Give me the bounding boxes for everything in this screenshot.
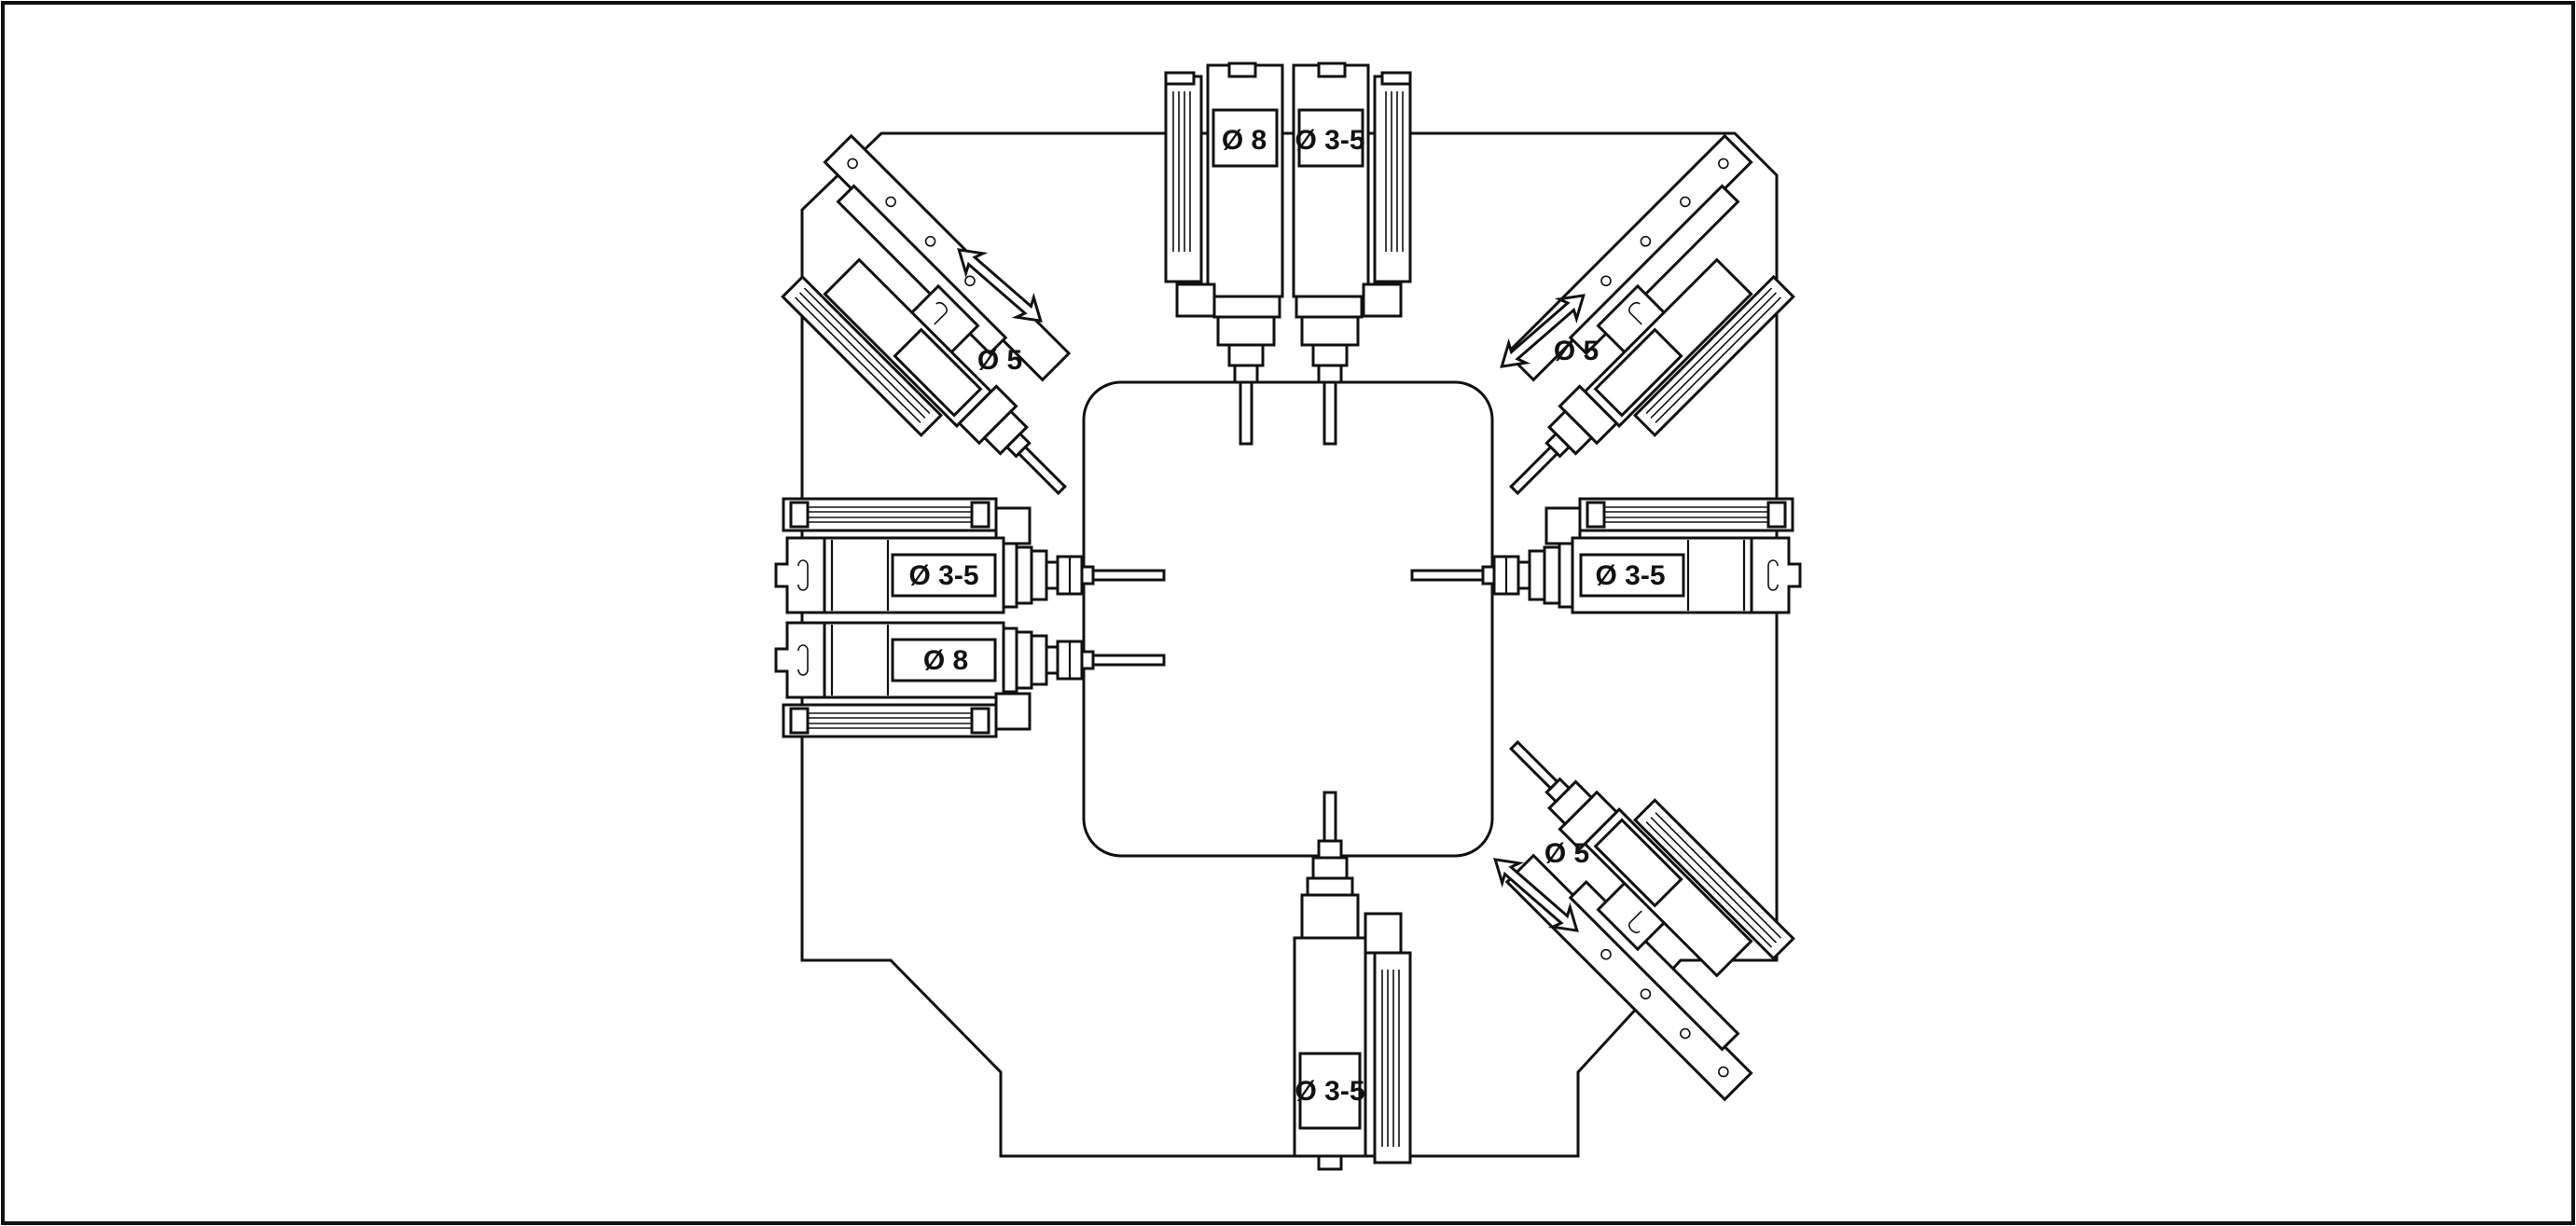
bottom-drilling-unit [1293, 791, 1412, 1171]
left-lower-connector [994, 692, 1032, 731]
label-upper-right-diagonal: Ø 5 [1554, 336, 1599, 366]
left-upper-rail [782, 497, 998, 532]
label-right-unit: Ø 3-5 [1595, 560, 1665, 591]
label-lower-right-diagonal: Ø 5 [1544, 838, 1589, 869]
label-top-left-unit: Ø 8 [1222, 125, 1267, 156]
right-rail [1578, 497, 1794, 532]
label-left-lower-unit: Ø 8 [923, 645, 968, 676]
workpiece [1082, 380, 1494, 858]
top-left-drilling-unit [1164, 62, 1284, 446]
label-bottom-unit: Ø 3-5 [1295, 1076, 1364, 1107]
label-left-upper-unit: Ø 3-5 [908, 560, 978, 591]
top-right-drilling-unit [1292, 62, 1412, 446]
label-upper-left-diagonal: Ø 5 [977, 345, 1022, 376]
left-lower-rail [782, 703, 998, 738]
label-top-right-unit: Ø 3-5 [1295, 125, 1364, 156]
